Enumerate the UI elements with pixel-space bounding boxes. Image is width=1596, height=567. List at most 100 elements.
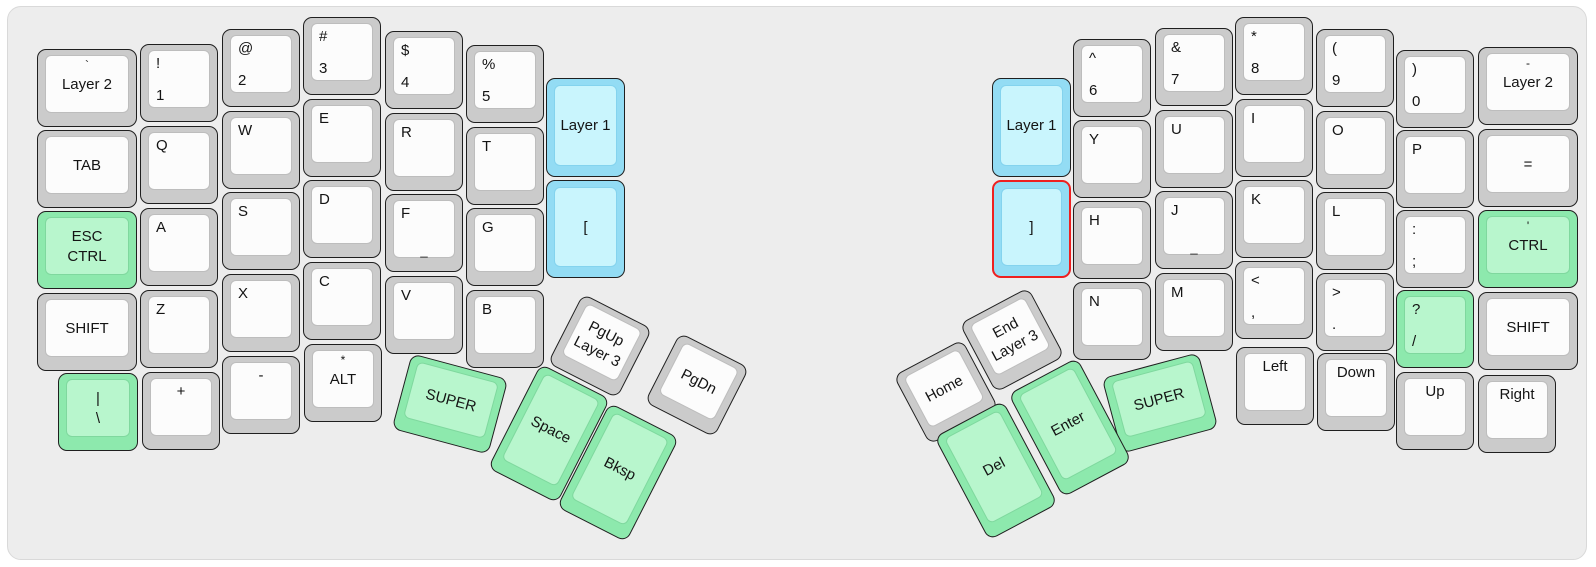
key-legend: Up xyxy=(1425,383,1445,400)
key-3[interactable]: #3 xyxy=(303,17,381,95)
keycap-face: &7 xyxy=(1163,34,1225,92)
keycap-face: R xyxy=(393,119,455,177)
keycap-face: = xyxy=(1486,135,1570,193)
key-2[interactable]: @2 xyxy=(222,29,300,107)
key-c[interactable]: C xyxy=(303,262,381,340)
key-t[interactable]: T xyxy=(466,127,544,205)
keycap-face: SHIFT xyxy=(45,299,129,357)
key-tab[interactable]: TAB xyxy=(37,130,137,208)
key-legend: Layer 1 xyxy=(1006,117,1057,134)
key-shift-left[interactable]: SHIFT xyxy=(37,293,137,371)
key-legend: - xyxy=(258,367,264,384)
key-g[interactable]: G xyxy=(466,208,544,286)
key-legend: @ xyxy=(238,40,254,57)
key-up[interactable]: Up xyxy=(1396,372,1474,450)
keycap-face: V xyxy=(393,282,455,340)
key-quote-ctrl[interactable]: 'CTRL xyxy=(1478,210,1578,288)
key-legend: [ xyxy=(583,218,588,236)
key-q[interactable]: Q xyxy=(140,126,218,204)
key-legend-center: SHIFT xyxy=(46,300,128,356)
key-4[interactable]: $4 xyxy=(385,31,463,109)
key-b[interactable]: B xyxy=(466,290,544,368)
key-p[interactable]: P xyxy=(1396,130,1474,208)
key-layer1-right[interactable]: Layer 1 xyxy=(992,78,1071,177)
key-z[interactable]: Z xyxy=(140,290,218,368)
key-legend: Q xyxy=(156,137,168,154)
key-h[interactable]: H xyxy=(1073,201,1151,279)
key-9[interactable]: (9 xyxy=(1316,29,1394,107)
key-legend: L xyxy=(1332,203,1341,220)
key-e[interactable]: E xyxy=(303,99,381,177)
key-n[interactable]: N xyxy=(1073,282,1151,360)
key-rbracket[interactable]: ] xyxy=(992,180,1071,278)
key-legend: < xyxy=(1251,272,1260,289)
key-legend: I xyxy=(1251,110,1256,127)
key-shift-right[interactable]: SHIFT xyxy=(1478,292,1578,370)
key-plus[interactable]: + xyxy=(142,372,220,450)
key-semicolon[interactable]: :; xyxy=(1396,210,1474,288)
keycap-face: ^6 xyxy=(1081,45,1143,103)
key-pipe-backslash[interactable]: |\ xyxy=(58,373,138,451)
key-left[interactable]: Left xyxy=(1236,347,1314,425)
key-legend-center: ALT xyxy=(313,351,373,407)
key-legend: TAB xyxy=(72,156,102,174)
keycap-face: Right xyxy=(1486,381,1548,439)
key-minus[interactable]: - xyxy=(222,356,300,434)
key-u[interactable]: U xyxy=(1155,110,1233,188)
key-s[interactable]: S xyxy=(222,192,300,270)
key-comma[interactable]: <, xyxy=(1235,261,1313,339)
key-d[interactable]: D xyxy=(303,180,381,258)
key-1[interactable]: !1 xyxy=(140,44,218,122)
key-legend: # xyxy=(319,28,328,45)
key-5[interactable]: %5 xyxy=(466,45,544,123)
key-legend: ` xyxy=(85,58,89,72)
keycap-face: Down xyxy=(1325,359,1387,417)
key-v[interactable]: V xyxy=(385,276,463,354)
key-7[interactable]: &7 xyxy=(1155,28,1233,106)
key-minus-layer2[interactable]: -Layer 2 xyxy=(1478,47,1578,125)
key-legend: | xyxy=(96,389,100,407)
key-legend: ? xyxy=(1412,301,1421,318)
key-down[interactable]: Down xyxy=(1317,353,1395,431)
keycap-face: E xyxy=(311,105,373,163)
keycap-face: B xyxy=(474,296,536,354)
key-layer1-left[interactable]: Layer 1 xyxy=(546,78,625,177)
key-legend: Y xyxy=(1089,131,1100,148)
keycap-face: `Layer 2 xyxy=(45,55,129,113)
key-lbracket[interactable]: [ xyxy=(546,180,625,278)
key-equals[interactable]: = xyxy=(1478,129,1578,207)
key-j[interactable]: J_ xyxy=(1155,191,1233,269)
key-legend: PgDn xyxy=(678,365,720,398)
key-m[interactable]: M xyxy=(1155,273,1233,351)
key-legend: 0 xyxy=(1412,93,1421,110)
key-legend: * xyxy=(340,353,346,367)
key-o[interactable]: O xyxy=(1316,111,1394,189)
keycap-face: M xyxy=(1163,279,1225,337)
key-period[interactable]: >. xyxy=(1316,273,1394,351)
key-i[interactable]: I xyxy=(1235,99,1313,177)
key-star-alt[interactable]: *ALT xyxy=(304,344,382,422)
key-l[interactable]: L xyxy=(1316,192,1394,270)
keycap-face: SUPER xyxy=(402,361,500,440)
key-legend: Del xyxy=(980,453,1009,480)
key-f[interactable]: F_ xyxy=(385,194,463,272)
key-slash[interactable]: ?/ xyxy=(1396,290,1474,368)
key-legend: ( xyxy=(1332,40,1337,57)
key-right[interactable]: Right xyxy=(1478,375,1556,453)
key-w[interactable]: W xyxy=(222,111,300,189)
key-legend-center: SUPER xyxy=(404,362,498,437)
key-y[interactable]: Y xyxy=(1073,120,1151,198)
key-k[interactable]: K xyxy=(1235,180,1313,258)
key-0[interactable]: )0 xyxy=(1396,50,1474,128)
key-grave-layer2[interactable]: `Layer 2 xyxy=(37,49,137,127)
key-8[interactable]: *8 xyxy=(1235,17,1313,95)
key-x[interactable]: X xyxy=(222,274,300,352)
key-legend: = xyxy=(1523,155,1533,173)
key-r[interactable]: R xyxy=(385,113,463,191)
key-a[interactable]: A xyxy=(140,208,218,286)
key-legend: J xyxy=(1171,202,1179,219)
key-6[interactable]: ^6 xyxy=(1073,39,1151,117)
